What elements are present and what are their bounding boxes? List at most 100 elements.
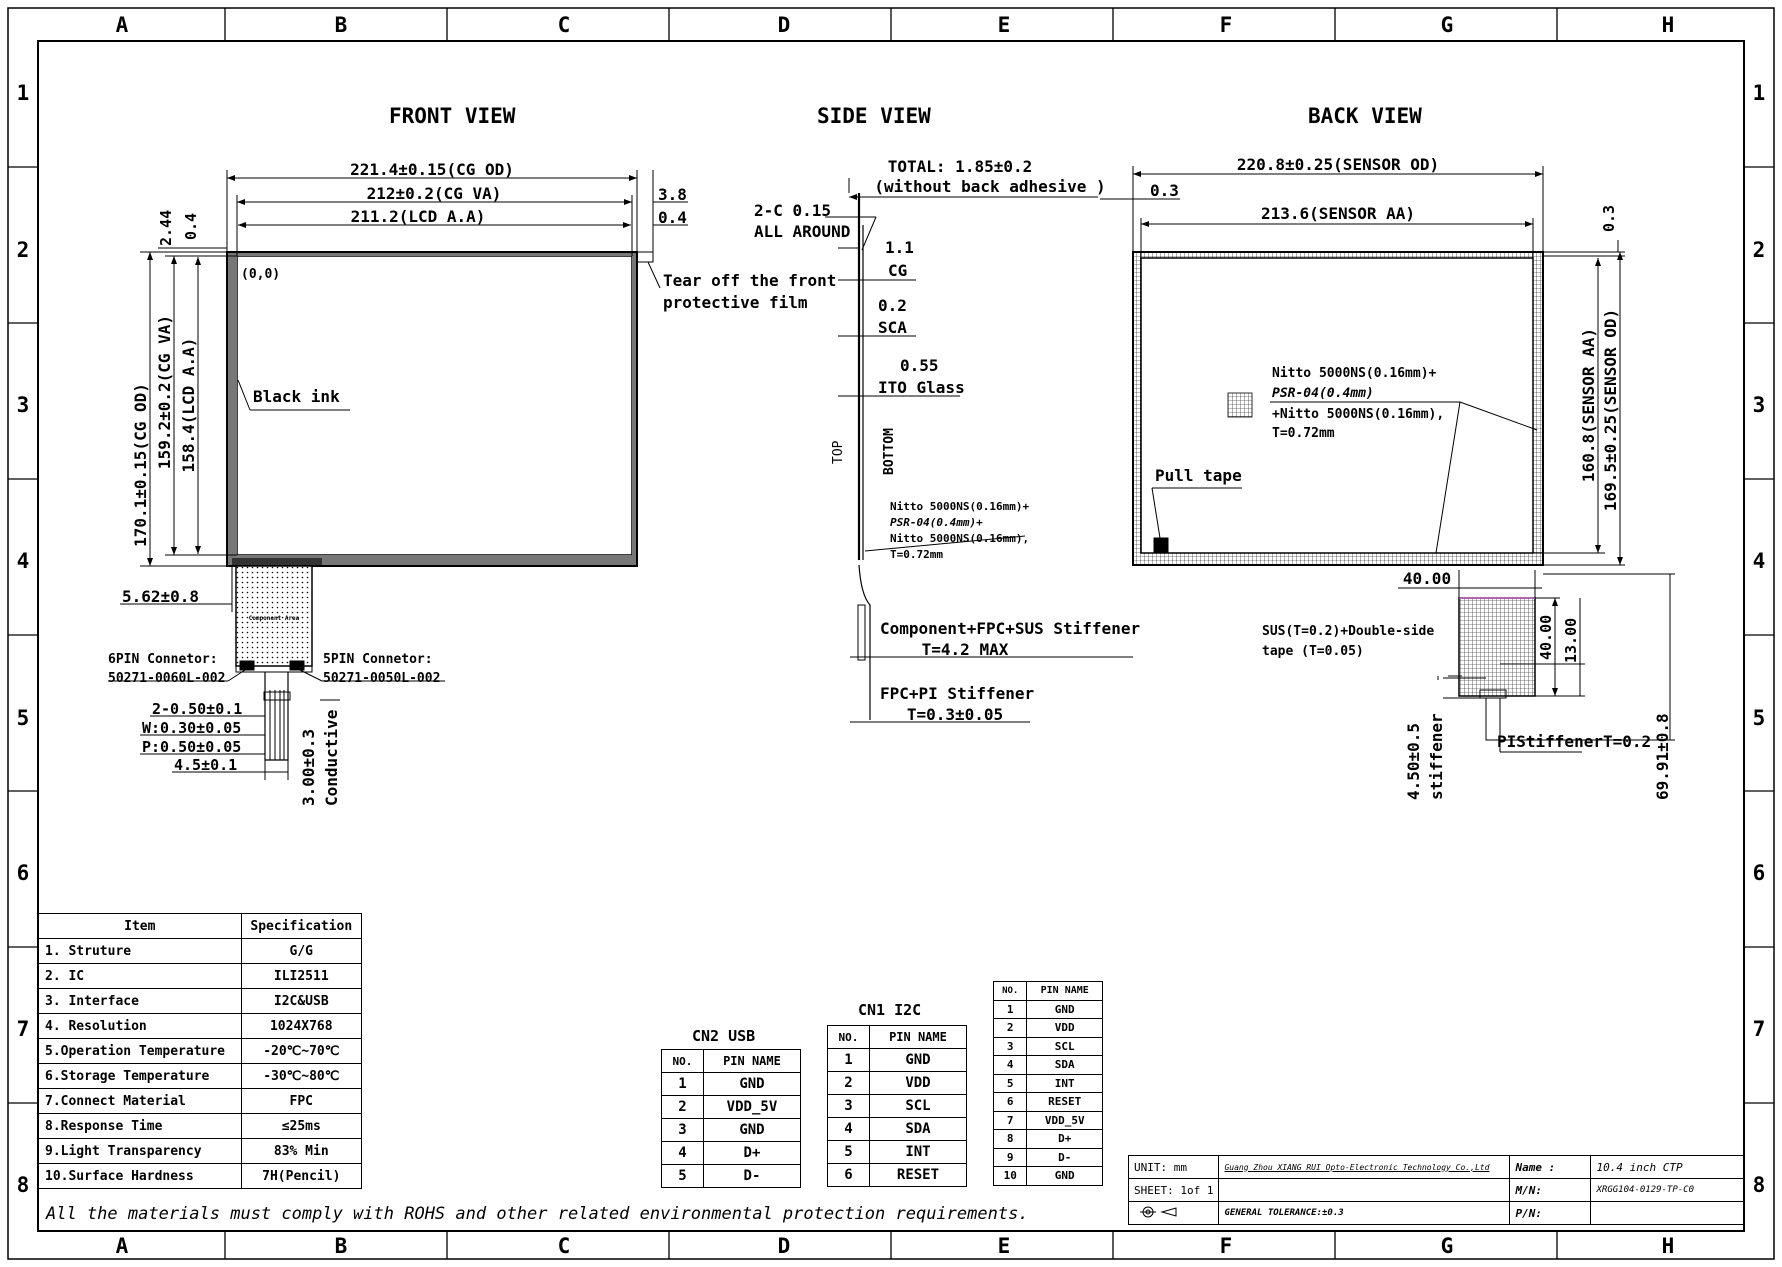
- dim-right-0-4: 0.4: [658, 208, 687, 227]
- pin-name: VDD_5V: [702, 1095, 802, 1119]
- total-thickness-line2: (without back adhesive ): [874, 177, 1105, 196]
- dim-sensor-od-width: 220.8±0.25(SENSOR OD): [1237, 155, 1439, 174]
- table-header-row: NO.PIN NAME: [661, 1049, 802, 1073]
- dim-top-2-44: 2.44: [157, 210, 175, 246]
- cover-glass-outline: [226, 251, 638, 567]
- pin-header-no: NO.: [661, 1049, 704, 1073]
- title-block-row: GENERAL TOLERANCE:±0.3 P/N:: [1127, 1201, 1744, 1225]
- col-label: E: [998, 13, 1011, 37]
- product-name: 10.4 inch CTP: [1590, 1155, 1744, 1179]
- title-block-row: UNIT: mm Guang Zhou XIANG RUI Opto-Elect…: [1127, 1155, 1744, 1179]
- side-tape-line3: Nitto 5000NS(0.16mm),: [890, 532, 1029, 545]
- cn1-title: CN1 I2C: [858, 1001, 922, 1019]
- fpc-pi-note-line2: T=0.3±0.05: [907, 705, 1003, 724]
- sheet-cell: SHEET: 1of 1: [1127, 1178, 1220, 1202]
- dim-stiffener-4-50: 4.50±0.5: [1404, 723, 1423, 800]
- conn5-label-line1: 5PIN Connetor:: [323, 652, 433, 667]
- dim-right-0-3: 0.3: [1600, 205, 1618, 232]
- row-label: 8: [1753, 1173, 1766, 1197]
- row-label: 4: [1753, 549, 1766, 573]
- viewing-area: [236, 255, 633, 556]
- table-header-row: Item Specification: [38, 913, 363, 939]
- row-label: 6: [17, 861, 30, 885]
- row-label: 1: [17, 81, 30, 105]
- front-view-text: 221.4±0.15(CG OD) 212±0.2(CG VA) 211.2(L…: [108, 160, 836, 806]
- stiffener-note-line1: Component+FPC+SUS Stiffener: [880, 619, 1140, 638]
- spec-item: 1. Struture: [38, 938, 242, 964]
- col-label: D: [778, 1234, 791, 1258]
- dim-fpc-width: W:0.30±0.05: [142, 719, 241, 737]
- general-tolerance: GENERAL TOLERANCE:±0.3: [1218, 1201, 1511, 1225]
- pin-name: RESET: [868, 1163, 968, 1187]
- pin-no: 8: [992, 1129, 1028, 1149]
- spec-value: ≤25ms: [240, 1113, 363, 1139]
- projection-symbol-cell: [1127, 1201, 1220, 1225]
- conn5-label-line2: 50271-0050L-002: [323, 671, 440, 686]
- unit-cell: UNIT: mm: [1127, 1155, 1220, 1179]
- pin-name: D+: [1026, 1129, 1103, 1149]
- col-label: G: [1441, 13, 1454, 37]
- pin-header-name: PIN NAME: [702, 1049, 802, 1073]
- dim-top-0-4: 0.4: [182, 213, 200, 240]
- dim-cg-od-height: 170.1±0.15(CG OD): [131, 383, 150, 547]
- sca-thickness: 0.2: [878, 296, 907, 315]
- row-label: 1: [1753, 81, 1766, 105]
- col-label: H: [1662, 13, 1675, 37]
- pin-name: SCL: [868, 1094, 968, 1118]
- pin-name: VDD: [868, 1071, 968, 1095]
- ito-thickness: 0.55: [900, 356, 939, 375]
- col-label: F: [1220, 13, 1233, 37]
- row-label: 5: [17, 706, 30, 730]
- title-block-row: SHEET: 1of 1 M/N: XRGG104-0129-TP-C0: [1127, 1178, 1744, 1202]
- back-view-title: BACK VIEW: [1308, 104, 1422, 128]
- row-label: 6: [1753, 861, 1766, 885]
- col-label: B: [335, 13, 348, 37]
- pin-no: 3: [992, 1036, 1028, 1056]
- spec-value: I2C&USB: [240, 988, 363, 1014]
- row-labels-right: 1 2 3 4 5 6 7 8: [1753, 81, 1766, 1197]
- fpc-pi-note-line1: FPC+PI Stiffener: [880, 684, 1034, 703]
- sus-note-line2: tape (T=0.05): [1262, 644, 1364, 659]
- pin-header-no: NO.: [992, 981, 1028, 1001]
- spec-value: G/G: [240, 938, 363, 964]
- pin-name: INT: [1026, 1073, 1103, 1093]
- projection-symbol-icon: [1140, 1206, 1177, 1217]
- spec-item: 2. IC: [38, 963, 242, 989]
- chamfer-label-line2: ALL AROUND: [754, 222, 850, 241]
- rohs-compliance-note: All the materials must comply with ROHS …: [46, 1204, 1029, 1224]
- pin-name: GND: [702, 1072, 802, 1096]
- pin-header-name: PIN NAME: [868, 1025, 968, 1049]
- row-label: 8: [17, 1173, 30, 1197]
- pin-no: 5: [992, 1073, 1028, 1093]
- conn6-label-line1: 6PIN Connetor:: [108, 652, 218, 667]
- spec-item: 4. Resolution: [38, 1013, 242, 1039]
- dim-cg-va-width: 212±0.2(CG VA): [367, 184, 502, 203]
- pin-header-no: NO.: [827, 1025, 870, 1049]
- dim-fpc-pitch: P:0.50±0.05: [142, 738, 241, 756]
- front-view: [108, 170, 688, 780]
- row-labels-left: 1 2 3 4 5 6 7 8: [17, 81, 30, 1197]
- component-area-label: Component Area: [249, 615, 300, 622]
- tear-off-note-line1: Tear off the front: [663, 271, 836, 290]
- col-label: C: [558, 1234, 571, 1258]
- pin-name: GND: [702, 1118, 802, 1142]
- row-label: 5: [1753, 706, 1766, 730]
- conn6-label-line2: 50271-0060L-002: [108, 671, 225, 686]
- column-labels-bottom: A B C D E F G H: [116, 1234, 1675, 1258]
- back-tape-line4: T=0.72mm: [1272, 426, 1335, 441]
- col-label: G: [1441, 1234, 1454, 1258]
- col-label: E: [998, 1234, 1011, 1258]
- side-view-text: TOTAL: 1.85±0.2 (without back adhesive )…: [754, 157, 1140, 724]
